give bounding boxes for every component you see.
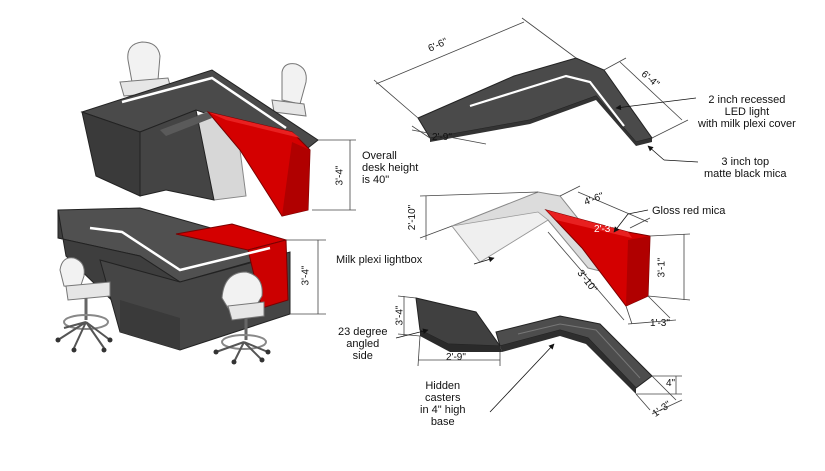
top-mica-line1: 3 inch top <box>721 156 770 168</box>
casters-line4: base <box>430 416 455 428</box>
dim-desk-height-a: 3'-4" <box>334 165 346 186</box>
led-light-line2: LED light <box>724 106 770 118</box>
top-mica-label: 3 inch top matte black mica <box>704 156 787 180</box>
dim-light-height: 2'-10" <box>407 204 419 231</box>
desk-front-view <box>55 207 326 365</box>
led-light-label: 2 inch recessed LED light with milk plex… <box>698 94 796 130</box>
red-mica-label: Gloss red mica <box>652 205 726 217</box>
top-panel-view <box>373 17 699 163</box>
dim-base-side: 3'-4" <box>394 305 406 326</box>
top-mica-line2: matte black mica <box>704 168 787 180</box>
angled-side-line1: 23 degree <box>338 326 388 338</box>
overall-height-label: Overall desk height is 40" <box>362 150 418 186</box>
dim-base-height: 4" <box>666 378 676 389</box>
base-view <box>395 295 683 415</box>
angled-side-line3: side <box>352 350 373 362</box>
dim-top-depth: 2'-9" <box>432 132 452 143</box>
led-light-line1: 2 inch recessed <box>708 94 786 106</box>
dim-base-depth: 2'-9" <box>446 352 466 363</box>
dim-desk-height-b: 3'-4" <box>300 265 312 286</box>
dim-red-depth: 2'-3" <box>594 224 614 235</box>
casters-line3: in 4" high <box>420 404 466 416</box>
lightbox-label: Milk plexi lightbox <box>336 254 423 266</box>
led-light-line3: with milk plexi cover <box>698 118 796 130</box>
stool-icon <box>55 257 113 353</box>
chair-icon <box>271 63 307 117</box>
dim-red-base: 1'-3" <box>650 318 670 329</box>
angled-side-line2: angled <box>346 338 380 350</box>
casters-line2: casters <box>425 392 461 404</box>
overall-height-line2: desk height <box>362 162 419 174</box>
overall-height-line3: is 40" <box>362 174 390 186</box>
casters-line1: Hidden <box>425 380 461 392</box>
desk-rear-view <box>80 41 356 217</box>
stool-icon <box>213 271 271 365</box>
lightbox-view <box>419 185 691 325</box>
overall-height-line1: Overall <box>362 150 397 162</box>
angled-side-label: 23 degree angled side <box>338 326 388 362</box>
dim-red-height: 3'-1" <box>656 257 668 278</box>
casters-label: Hidden casters in 4" high base <box>420 380 466 428</box>
